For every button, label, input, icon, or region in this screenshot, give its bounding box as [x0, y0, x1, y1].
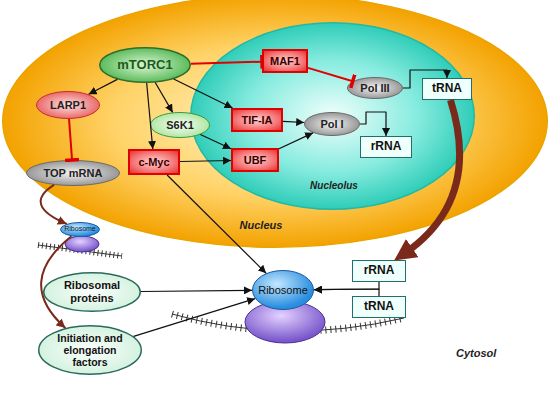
arrow-connector [147, 83, 153, 149]
process-box: MAF1 [262, 49, 308, 73]
ellipse-node: Nucleus Nucleolus MAF1Pol III tRNA TIF-IA Pol… [2, 0, 548, 248]
node-label: UBF [244, 154, 267, 167]
ribosome-small-subunit [65, 236, 99, 252]
node-label: S6K1 [166, 119, 194, 132]
arrow-connector [360, 112, 386, 136]
ellipse-shape [3, 0, 548, 247]
node-label: mTORC1 [117, 58, 172, 73]
node-label: TOP mRNA [44, 167, 103, 180]
inhibition-connector [308, 68, 353, 81]
inhibition-connector [191, 62, 262, 64]
ellipse-shape [39, 326, 142, 375]
node-label: LARP1 [50, 99, 86, 112]
ellipse-node: S6K1 [150, 112, 210, 138]
ellipse-node: TOP mRNA [26, 160, 120, 186]
node-label: Ribosome [64, 225, 96, 233]
arrow-connector [155, 83, 172, 113]
arrow-connector [89, 79, 118, 94]
ellipse-node: Pol I [304, 112, 360, 136]
ellipse-shape [37, 92, 100, 119]
ellipse-node: Nucleolus MAF1Pol III tRNA TIF-IA Pol I rRNA U… [190, 22, 475, 210]
ellipse-shape [151, 113, 210, 138]
arrow-connector [314, 282, 379, 290]
node-label: rRNA [364, 264, 395, 278]
region-label: Nucleus [226, 219, 296, 232]
ellipse-shape [100, 48, 191, 83]
inhibition-connector [69, 119, 72, 160]
arrow-connector [41, 236, 71, 328]
node-label: Pol I [320, 118, 343, 131]
ellipse-shape [348, 78, 403, 99]
region-label: Nucleolus [298, 180, 370, 192]
ellipse-node: Ribosome [252, 270, 314, 310]
arrow-connector [283, 121, 304, 122]
ellipse-shape [27, 161, 120, 186]
arrow-connector [167, 175, 266, 273]
ellipse-shape [44, 273, 141, 312]
arrow-connector [134, 299, 255, 337]
ellipse-node: Ribosomal proteins [43, 272, 141, 312]
node-label: tRNA [432, 82, 462, 96]
arrow-connector [279, 133, 313, 149]
node-label: tRNA [364, 300, 394, 314]
node-label: Initiation and elongation factors [50, 332, 130, 368]
node-label: c-Myc [138, 156, 169, 169]
ellipse-node: Pol III [347, 77, 403, 99]
ellipse-node: Initiation and elongation factors [38, 325, 142, 375]
ellipse-shape [305, 113, 360, 136]
arrow-connector [141, 290, 252, 291]
process-box: rRNA [352, 260, 406, 282]
node-label: Pol III [360, 82, 389, 95]
ellipse-node: Ribosome [60, 222, 100, 237]
process-box: rRNA [360, 136, 412, 158]
process-box: tRNA [352, 296, 406, 318]
region-label: Cytosol [456, 347, 496, 360]
ellipse-shape [191, 23, 475, 210]
process-box: TIF-IA [231, 108, 283, 132]
arrow-connector [200, 135, 231, 149]
node-label: rRNA [371, 140, 402, 154]
process-box: UBF [231, 148, 279, 172]
node-label: Ribosomal proteins [56, 279, 128, 304]
ellipse-shape [253, 271, 314, 310]
arrow-connector [403, 70, 447, 88]
arrow-connector [405, 100, 460, 253]
node-label: TIF-IA [241, 114, 272, 127]
arrow-connector [174, 79, 233, 108]
ellipse-shape [61, 223, 100, 237]
arrow-connector [41, 185, 67, 224]
node-label: Ribosome [258, 284, 308, 297]
arrow-connector [314, 289, 379, 296]
ellipse-node: mTORC1 [99, 47, 191, 83]
process-box: c-Myc [128, 149, 180, 175]
node-label: MAF1 [270, 55, 300, 68]
process-box: tRNA [422, 78, 472, 100]
arrow-connector [180, 160, 231, 161]
ellipse-node: LARP1 [36, 91, 100, 119]
